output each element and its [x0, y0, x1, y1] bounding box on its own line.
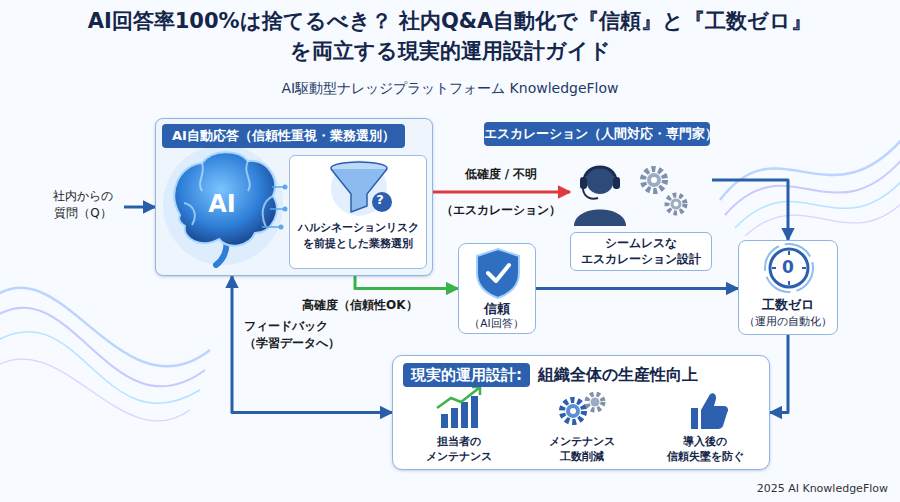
node-title: シームレスな エスカレーション設計: [574, 235, 708, 267]
gear-icon: [591, 398, 600, 407]
circuit-line: [262, 187, 284, 227]
wave-line: [0, 288, 210, 367]
connector: [355, 276, 458, 289]
chart-bar: [471, 396, 478, 428]
label: 2025 AI KnowledgeFlow: [690, 482, 888, 496]
text-node: 社内からの 質問（Q）: [44, 188, 122, 226]
node-title: 現実的運用設計:: [403, 363, 530, 387]
shield-icon: [477, 249, 519, 298]
gear-icon: [647, 173, 661, 187]
wave-line: [725, 150, 900, 215]
connector: [433, 191, 570, 194]
gear-hole: [674, 202, 679, 207]
node-title: AI自動応答（信頼性重視・業務選別）: [162, 124, 405, 148]
gear-icon: [671, 199, 682, 210]
node-text: 組織全体の生産性向上: [538, 363, 698, 387]
operator-body: [574, 210, 626, 227]
result-box: 信頼（AI回答）: [458, 243, 536, 334]
node-title: 社内からの 質問（Q）: [44, 188, 122, 222]
chart-bar: [441, 414, 448, 428]
node-title: 工数ゼロ: [739, 296, 836, 313]
gear-icon: [667, 195, 685, 213]
gear-hole: [651, 177, 657, 183]
process-box: シームレスな エスカレーション設計: [570, 232, 712, 271]
label: ?: [372, 192, 388, 208]
brain-icon: [174, 152, 276, 245]
node-text: （AI回答）: [459, 316, 534, 330]
panel: AI自動応答（信頼性重視・業務選別） ハルシネーションリスク を前提とした業務選別: [155, 118, 433, 276]
header-row: 現実的運用設計: 組織全体の生産性向上: [403, 363, 698, 387]
gear-icon: [587, 394, 603, 410]
edge-label: 低確度 / 不明 （エスカレーション）: [436, 156, 566, 228]
trend-line: [437, 388, 479, 408]
gear-icon: [566, 404, 580, 418]
gear-icon: [643, 169, 665, 191]
headset-ear: [613, 177, 620, 189]
gear-icon: [562, 400, 584, 422]
label: AI: [197, 190, 247, 218]
node-text: （運用の自動化）: [739, 314, 836, 328]
chart-bar: [461, 402, 468, 428]
wave-line: [0, 359, 190, 421]
title: AI回答率100%は捨てるべき？ 社内Q&A自動化で『信頼』と『工数ゼロ』を両立…: [20, 6, 880, 66]
thumbs-up: [691, 393, 728, 429]
circuit-dot: [283, 207, 288, 212]
clock-icon: [770, 249, 808, 287]
panel: 現実的運用設計: 組織全体の生産性向上担当者の メンテナンスメンテナンス 工数削減…: [392, 355, 770, 470]
edge-label: フィードバック （学習データへ）: [244, 318, 348, 352]
gear-hole: [570, 408, 576, 414]
node-text: 導入後の 信頼失墜を防ぐ: [655, 434, 755, 464]
node-title: ハルシネーションリスク を前提とした業務選別: [293, 220, 423, 252]
chart-bar: [451, 408, 458, 428]
clock-tick: [772, 251, 806, 285]
wave-line: [745, 195, 900, 236]
connector: [712, 180, 788, 240]
group: エスカレーション（人間対応・専門家）シームレスな エスカレーション設計: [570, 158, 712, 270]
funnel-icon: [331, 169, 387, 212]
brain-glow: [163, 145, 283, 265]
trend-head: [472, 387, 480, 395]
connector: [536, 287, 738, 290]
label: 0: [778, 257, 798, 277]
label: AI駆動型ナレッジプラットフォーム KnowledgeFlow: [0, 79, 900, 97]
node-title: 信頼: [459, 300, 534, 317]
connector: [770, 335, 788, 413]
edge-label: 高確度（信頼性OK）: [302, 297, 452, 313]
headset-mic: [583, 189, 598, 199]
node-title: エスカレーション（人間対応・専門家）: [484, 122, 710, 146]
circuit-dot: [283, 185, 288, 190]
wave-line: [0, 332, 200, 404]
node-text: 担当者の メンテナンス: [409, 434, 509, 464]
process-box: ハルシネーションリスク を前提とした業務選別: [289, 155, 427, 269]
check-mark: [488, 265, 509, 281]
node-text: メンテナンス 工数削減: [532, 434, 632, 464]
result-box: 工数ゼロ（運用の自動化）: [738, 240, 838, 335]
connector: [124, 206, 155, 209]
circuit-dot: [279, 225, 284, 230]
headset-ear: [580, 177, 587, 189]
headset: [584, 167, 616, 182]
icon: [290, 156, 428, 270]
question-badge: [372, 192, 392, 212]
wave-line: [0, 308, 205, 387]
icon-layer: [290, 156, 428, 270]
connector: [232, 276, 392, 413]
cycle-arrow: [765, 244, 813, 292]
brain-fold: [184, 161, 273, 227]
